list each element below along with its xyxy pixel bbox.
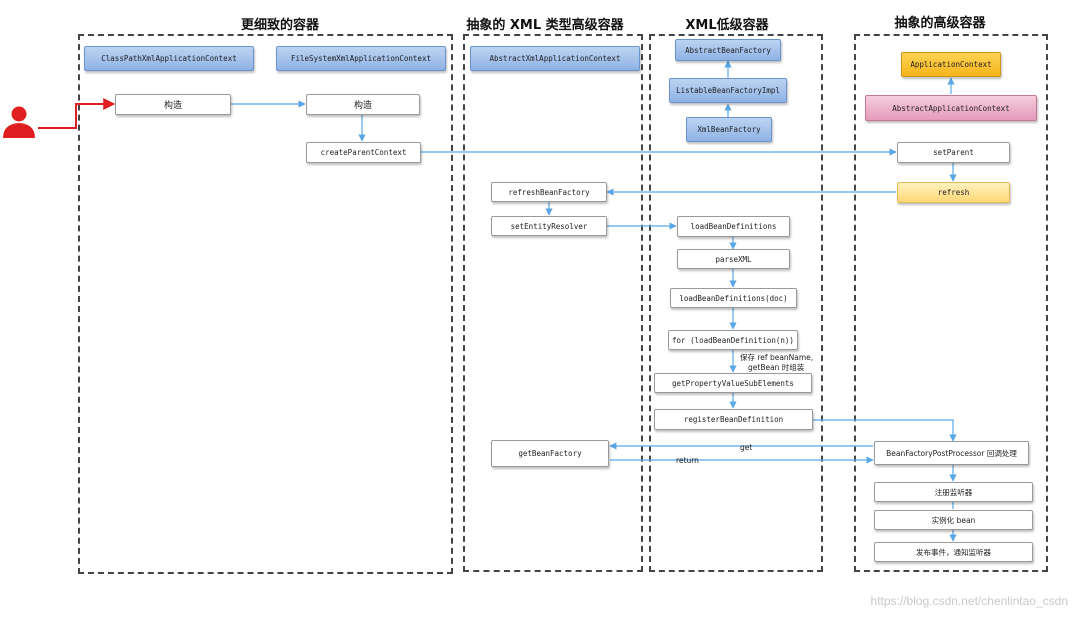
lane-title-detail: 更细致的容器 <box>240 18 320 33</box>
refresh-bean-factory-box: refreshBeanFactory <box>491 182 607 202</box>
load-bean-definitions-doc-box: loadBeanDefinitions(doc) <box>670 288 797 308</box>
lane-detail-container <box>78 34 453 574</box>
abstract-xml-application-context-box: AbstractXmlApplicationContext <box>470 46 640 71</box>
abstract-bean-factory-box: AbstractBeanFactory <box>675 39 781 61</box>
set-parent-box: setParent <box>897 142 1010 163</box>
get-bean-factory-box: getBeanFactory <box>491 440 609 467</box>
bean-factory-post-processor-box: BeanFactoryPostProcessor 回调处理 <box>874 441 1029 465</box>
get-label: get <box>740 443 753 452</box>
filesystem-xml-application-context-box: FileSystemXmlApplicationContext <box>276 46 446 71</box>
instantiate-bean-box: 实例化 bean <box>874 510 1033 530</box>
lane-xml-high-container <box>463 34 643 572</box>
classpath-xml-application-context-box: ClassPathXmlApplicationContext <box>84 46 254 71</box>
set-entity-resolver-box: setEntityResolver <box>491 216 607 236</box>
abstract-application-context-box: AbstractApplicationContext <box>865 95 1037 121</box>
construct-box-1: 构造 <box>115 94 231 115</box>
lane-title-xml-high: 抽象的 XML 类型高级容器 <box>466 18 624 33</box>
register-bean-definition-box: registerBeanDefinition <box>654 409 813 430</box>
return-label: return <box>676 456 699 465</box>
load-bean-definitions-box: loadBeanDefinitions <box>677 216 790 237</box>
lane-xml-low-container <box>649 34 823 572</box>
lane-high-container <box>854 34 1048 572</box>
save-ref-note-line-1: 保存 ref beanName, <box>740 353 814 362</box>
user-icon <box>3 106 35 138</box>
listable-bean-factory-impl-box: ListableBeanFactoryImpl <box>669 78 787 103</box>
application-context-box: ApplicationContext <box>901 52 1001 77</box>
create-parent-context-box: createParentContext <box>306 142 421 163</box>
lane-title-xml-low: XML低级容器 <box>685 18 769 33</box>
lane-title-high: 抽象的高级容器 <box>894 16 986 31</box>
watermark: https://blog.csdn.net/chenlintao_csdn <box>870 594 1068 608</box>
xml-bean-factory-box: XmlBeanFactory <box>686 117 772 142</box>
refresh-box: refresh <box>897 182 1010 203</box>
parse-xml-box: parseXML <box>677 249 790 269</box>
publish-event-box: 发布事件，通知监听器 <box>874 542 1033 562</box>
construct-box-2: 构造 <box>306 94 420 115</box>
register-listener-box: 注册监听器 <box>874 482 1033 502</box>
get-property-value-sub-elements-box: getPropertyValueSubElements <box>654 373 812 393</box>
save-ref-note-line-2: getBean 时组装 <box>748 363 805 372</box>
for-load-bean-definition-box: for (loadBeanDefinition(n)) <box>668 330 798 350</box>
